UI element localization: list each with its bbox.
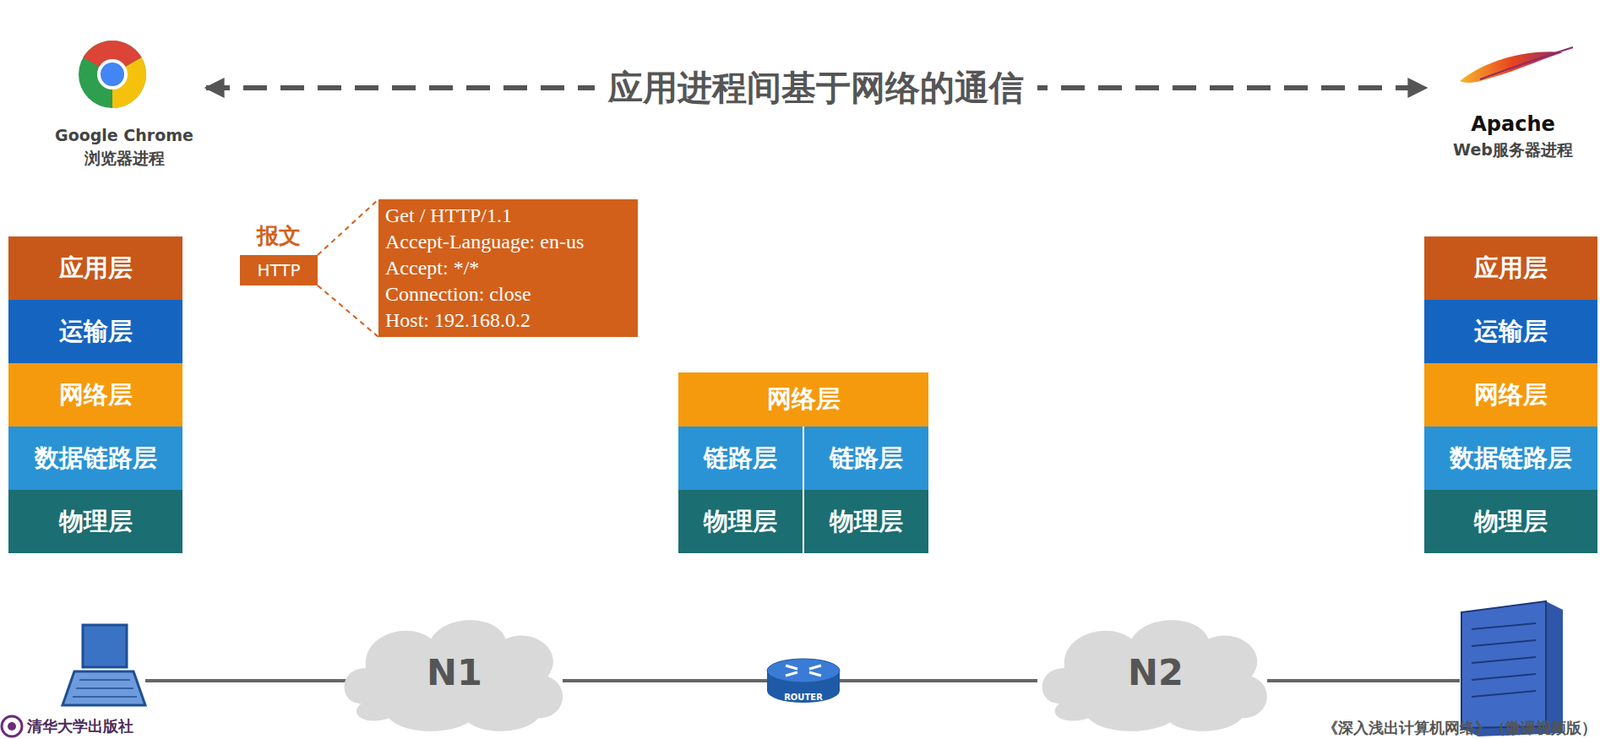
layer-band: 物理层 bbox=[804, 489, 930, 554]
publisher-emblem bbox=[1, 716, 22, 737]
header-line: Accept: */* bbox=[385, 255, 632, 282]
connector-line bbox=[317, 285, 379, 338]
network-cloud: N2 bbox=[1035, 609, 1276, 735]
book-title: 《深入浅出计算机网络》（微课视频版） bbox=[1322, 718, 1597, 739]
message-heading: 报文 bbox=[223, 221, 335, 251]
layer-band: 链路层 bbox=[804, 426, 930, 490]
wire bbox=[145, 679, 347, 683]
layer-name: 数据链路层 bbox=[34, 441, 158, 476]
layer-name: 物理层 bbox=[1474, 505, 1548, 539]
layer-band: 链路层 bbox=[678, 426, 804, 490]
layer-band: 数据链路层 bbox=[8, 426, 184, 490]
apache-feather bbox=[1459, 47, 1573, 83]
network-cloud: N1 bbox=[337, 609, 572, 735]
layer-band: 网络层 bbox=[1424, 363, 1599, 427]
server-icon bbox=[1461, 601, 1563, 737]
publisher-name: 清华大学出版社 bbox=[27, 716, 134, 737]
layer-band: 网络层 bbox=[678, 372, 930, 427]
layer-name: 运输层 bbox=[1474, 315, 1548, 349]
layer-name: 物理层 bbox=[829, 505, 904, 539]
header-line: Get / HTTP/1.1 bbox=[385, 202, 632, 229]
message-box: 报文HTTP bbox=[239, 255, 318, 286]
layer-name: 应用层 bbox=[1474, 251, 1548, 286]
connector-line bbox=[832, 679, 1038, 683]
router-icon: ROUTER bbox=[765, 657, 842, 707]
process-name: Apache bbox=[1470, 112, 1556, 137]
process-label: ApacheWeb服务器进程 bbox=[1432, 42, 1594, 165]
layer-band: 应用层 bbox=[1424, 236, 1599, 300]
network-name: N2 bbox=[1127, 651, 1184, 694]
process-name: Google Chrome bbox=[54, 125, 194, 145]
message-content: Get / HTTP/1.1Accept-Language: en-usAcce… bbox=[378, 199, 638, 338]
layer-band: 运输层 bbox=[8, 299, 184, 364]
connector-line bbox=[562, 679, 768, 683]
router-caption: ROUTER bbox=[783, 692, 823, 703]
connector-line bbox=[317, 199, 379, 256]
process-role: Web服务器进程 bbox=[1453, 139, 1573, 162]
layer-name: 运输层 bbox=[59, 315, 133, 349]
layer-band: 应用层 bbox=[8, 236, 184, 300]
protocol-name: HTTP bbox=[256, 260, 300, 281]
header-line: Connection: close bbox=[385, 281, 632, 308]
layer-band: 物理层 bbox=[8, 489, 184, 554]
layer-name: 网络层 bbox=[767, 382, 841, 417]
laptop-icon bbox=[62, 625, 146, 706]
layer-band: 运输层 bbox=[1424, 299, 1599, 364]
layer-band: 数据链路层 bbox=[1424, 426, 1599, 490]
network-name: N1 bbox=[426, 651, 483, 694]
layer-band: 网络层 bbox=[8, 363, 184, 427]
layer-name: 物理层 bbox=[59, 505, 133, 539]
edge-label: 应用进程间基于网络的通信 bbox=[594, 65, 1038, 112]
process-label: Google Chrome浏览器进程 bbox=[48, 42, 200, 174]
layer-name: 网络层 bbox=[1474, 378, 1548, 413]
layer-name: 数据链路层 bbox=[1449, 441, 1573, 476]
network-link bbox=[832, 680, 1038, 682]
layer-name: 链路层 bbox=[829, 441, 904, 476]
layer-band: 物理层 bbox=[678, 489, 804, 554]
zoom-leader bbox=[317, 199, 379, 338]
layer-name: 应用层 bbox=[59, 251, 133, 286]
layer-band: 物理层 bbox=[1424, 489, 1599, 554]
layer-name: 网络层 bbox=[59, 378, 133, 413]
network-link bbox=[562, 680, 768, 682]
header-line: Accept-Language: en-us bbox=[385, 228, 632, 256]
layer-name: 物理层 bbox=[703, 505, 778, 539]
layer-name: 链路层 bbox=[703, 441, 778, 476]
wire bbox=[1267, 679, 1460, 683]
process-role: 浏览器进程 bbox=[84, 147, 165, 170]
header-line: Host: 192.168.0.2 bbox=[385, 307, 632, 334]
chrome-icon bbox=[78, 40, 147, 109]
